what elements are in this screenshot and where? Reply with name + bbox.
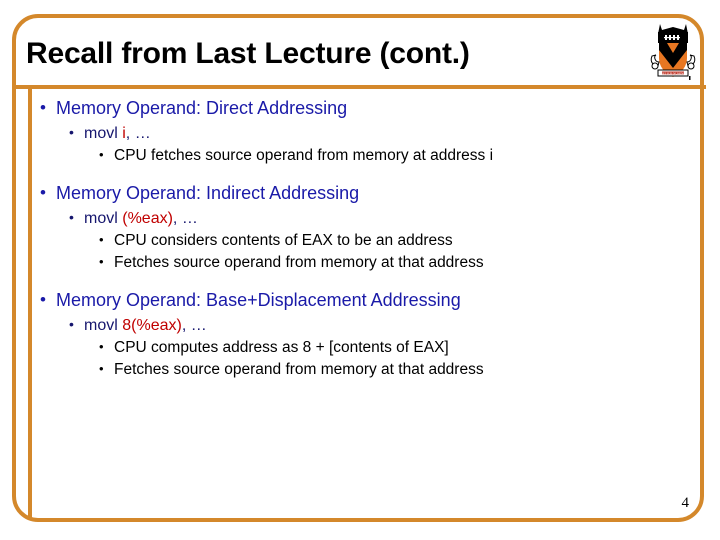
bullet-list-level1: Memory Operand: Base+Displacement Addres… <box>36 287 696 313</box>
bullet-list-level3: CPU fetches source operand from memory a… <box>36 144 696 167</box>
code-prefix: movl <box>84 317 123 334</box>
section-base-displacement-addressing: Memory Operand: Base+Displacement Addres… <box>36 287 696 381</box>
bullet-list-level1: Memory Operand: Direct Addressing <box>36 95 696 121</box>
title-area: Recall from Last Lecture (cont.) <box>26 34 606 82</box>
section-heading: Memory Operand: Base+Displacement Addres… <box>36 287 696 313</box>
code-suffix: , … <box>181 317 207 334</box>
page-title: Recall from Last Lecture (cont.) <box>26 37 470 70</box>
code-line: movl 8(%eax), … <box>36 313 696 337</box>
slide-body: Memory Operand: Direct Addressing movl i… <box>36 95 696 381</box>
detail-line: CPU fetches source operand from memory a… <box>36 144 696 167</box>
section-heading-label: Memory Operand: Base+Displacement Addres… <box>56 290 461 310</box>
bullet-list-level2: movl 8(%eax), … <box>36 313 696 337</box>
detail-line: CPU computes address as 8 + [contents of… <box>36 336 696 359</box>
bullet-list-level3: CPU considers contents of EAX to be an a… <box>36 229 696 274</box>
code-line: movl i, … <box>36 121 696 145</box>
body-left-rule <box>28 86 32 520</box>
princeton-shield-icon: DEI SUB NUMINE <box>648 20 698 84</box>
detail-line: CPU considers contents of EAX to be an a… <box>36 229 696 252</box>
section-heading: Memory Operand: Indirect Addressing <box>36 180 696 206</box>
code-operand: 8(%eax) <box>122 317 182 334</box>
detail-line: Fetches source operand from memory at th… <box>36 251 696 274</box>
bullet-list-level1: Memory Operand: Indirect Addressing <box>36 180 696 206</box>
section-indirect-addressing: Memory Operand: Indirect Addressing movl… <box>36 180 696 274</box>
section-direct-addressing: Memory Operand: Direct Addressing movl i… <box>36 95 696 167</box>
section-heading-label: Memory Operand: Direct Addressing <box>56 98 348 118</box>
title-divider-line <box>14 85 706 89</box>
code-prefix: movl <box>84 210 123 227</box>
section-heading-label: Memory Operand: Indirect Addressing <box>56 183 360 203</box>
bullet-list-level2: movl i, … <box>36 121 696 145</box>
bullet-list-level2: movl (%eax), … <box>36 206 696 230</box>
bullet-list-level3: CPU computes address as 8 + [contents of… <box>36 336 696 381</box>
svg-text:DEI SUB NUMINE: DEI SUB NUMINE <box>661 71 686 75</box>
code-operand: i <box>122 125 126 142</box>
code-prefix: movl <box>84 125 123 142</box>
page-number: 4 <box>681 495 690 511</box>
code-suffix: , … <box>125 125 151 142</box>
code-line: movl (%eax), … <box>36 206 696 230</box>
section-heading: Memory Operand: Direct Addressing <box>36 95 696 121</box>
code-suffix: , … <box>172 210 198 227</box>
code-operand: (%eax) <box>122 210 173 227</box>
detail-line: Fetches source operand from memory at th… <box>36 358 696 381</box>
